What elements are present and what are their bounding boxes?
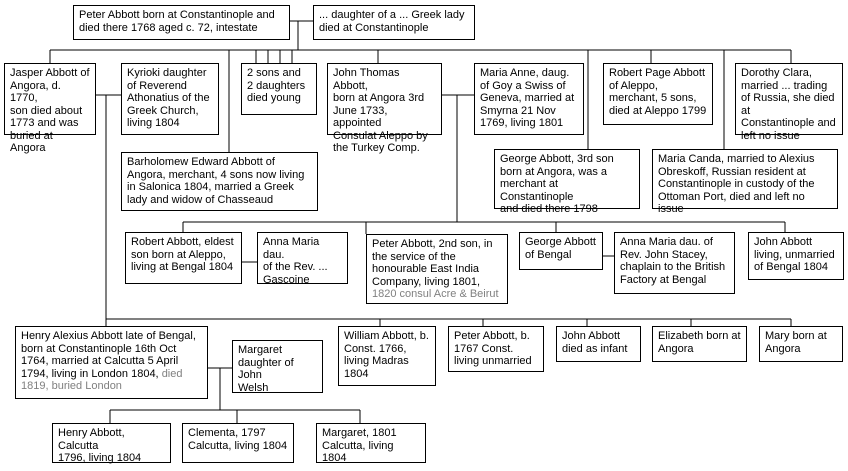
maria-canda-box: Maria Canda, married to Alexius Obreskof…: [652, 149, 838, 215]
bartholomew-abbott-box: Barholomew Edward Abbott of Angora, merc…: [121, 152, 318, 211]
john-abbott-infant-box: John Abbott died as infant: [556, 326, 641, 362]
elizabeth-box: Elizabeth born at Angora: [652, 326, 747, 362]
george-abbott-bengal-box: George Abbott of Bengal: [519, 232, 603, 270]
robert-page-abbott-box: Robert Page Abbott of Aleppo, merchant, …: [603, 63, 713, 125]
peter-abbott-2nd-son-text: Peter Abbott, 2nd son, in the service of…: [372, 238, 493, 288]
john-thomas-abbott-box: John Thomas Abbott, born at Angora 3rd J…: [327, 63, 442, 154]
jasper-abbott-box: Jasper Abbott of Angora, d. 1770, son di…: [4, 63, 96, 154]
william-abbott-box: William Abbott, b. Const. 1766, living M…: [338, 326, 436, 386]
henry-alexius-death-note: died: [161, 367, 183, 380]
sons-daughters-died-young-box: 2 sons and 2 daughters died young: [241, 63, 317, 115]
dorothy-clara-box: Dorothy Clara, married ... trading of Ru…: [735, 63, 843, 142]
henry-alexius-abbott-box: Henry Alexius Abbott late of Bengal, bor…: [15, 326, 208, 399]
henry-abbott-calcutta-box: Henry Abbott, Calcutta 1796, living 1804: [52, 423, 171, 464]
george-abbott-3rd-son-box: George Abbott, 3rd son born at Angora, w…: [494, 149, 640, 215]
anna-maria-stacey-box: Anna Maria dau. of Rev. John Stacey, cha…: [614, 232, 735, 294]
peter-abbott-1767-box: Peter Abbott, b. 1767 Const. living unma…: [448, 326, 544, 372]
maria-anne-box: Maria Anne, daug. of Goy a Swiss of Gene…: [474, 63, 584, 135]
clementa-box: Clementa, 1797 Calcutta, living 1804: [182, 423, 294, 463]
kyrioki-box: Kyrioki daughter of Reverend Athonatius …: [121, 63, 219, 135]
margaret-welsh-box: Margaret daughter of John Welsh: [232, 340, 323, 394]
anna-maria-gascoine-box: Anna Maria dau. of the Rev. ... Gascoine: [257, 232, 348, 286]
peter-abbott-sr-box: Peter Abbott born at Constantinople and …: [73, 5, 290, 40]
greek-lady-box: ... daughter of a ... Greek lady died at…: [313, 5, 475, 40]
margaret-1801-box: Margaret, 1801 Calcutta, living 1804: [316, 423, 426, 464]
henry-alexius-burial-note: 1819, buried London: [21, 380, 122, 392]
henry-alexius-text: Henry Alexius Abbott late of Bengal, bor…: [21, 330, 196, 380]
john-abbott-living-box: John Abbott living, unmarried of Bengal …: [748, 232, 844, 280]
robert-abbott-eldest-box: Robert Abbott, eldest son born at Aleppo…: [125, 232, 242, 284]
peter-abbott-consul-note: 1820 consul Acre & Beirut: [372, 288, 499, 300]
mary-box: Mary born at Angora: [759, 326, 843, 362]
peter-abbott-2nd-son-box: Peter Abbott, 2nd son, in the service of…: [366, 234, 508, 304]
